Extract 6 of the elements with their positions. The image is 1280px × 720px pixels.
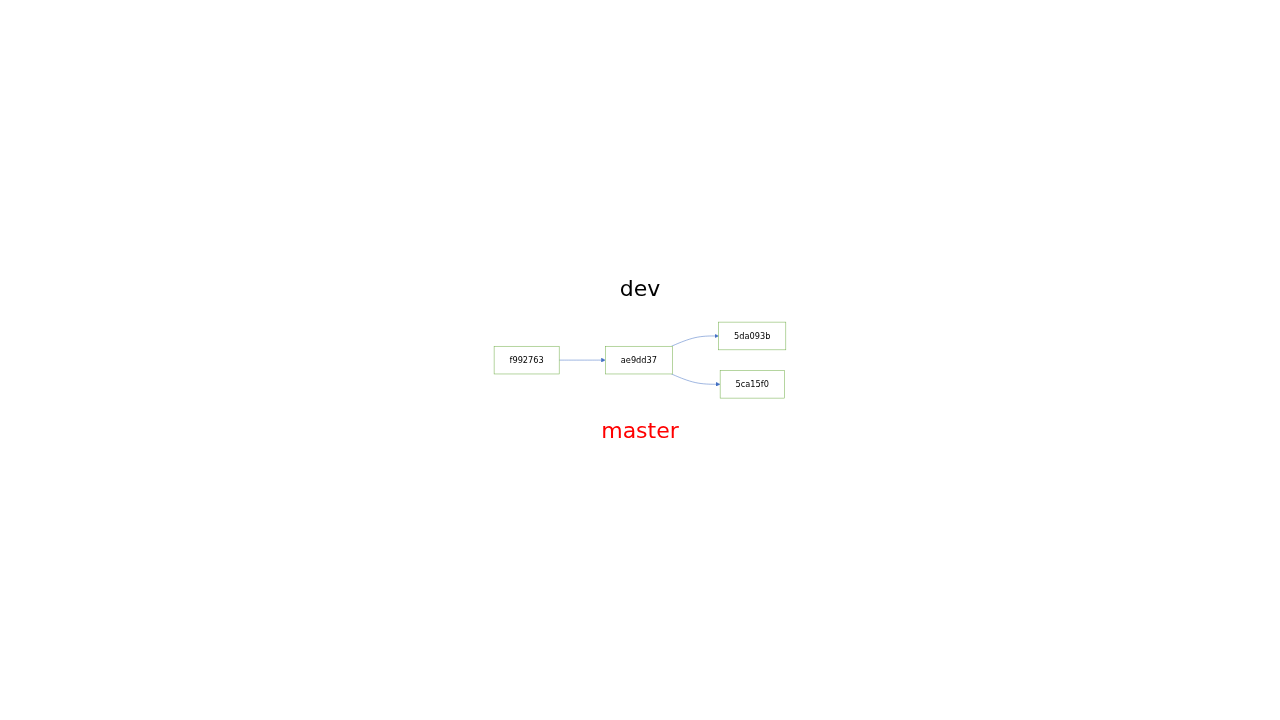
branch-label: dev (619, 275, 661, 301)
node-box: ae9dd37 (605, 345, 673, 375)
branch-label: master (601, 418, 679, 444)
node-box: 5da093b (718, 321, 787, 350)
node-box: 5ca15f0 (719, 370, 785, 399)
node-box: f992763 (493, 345, 560, 375)
